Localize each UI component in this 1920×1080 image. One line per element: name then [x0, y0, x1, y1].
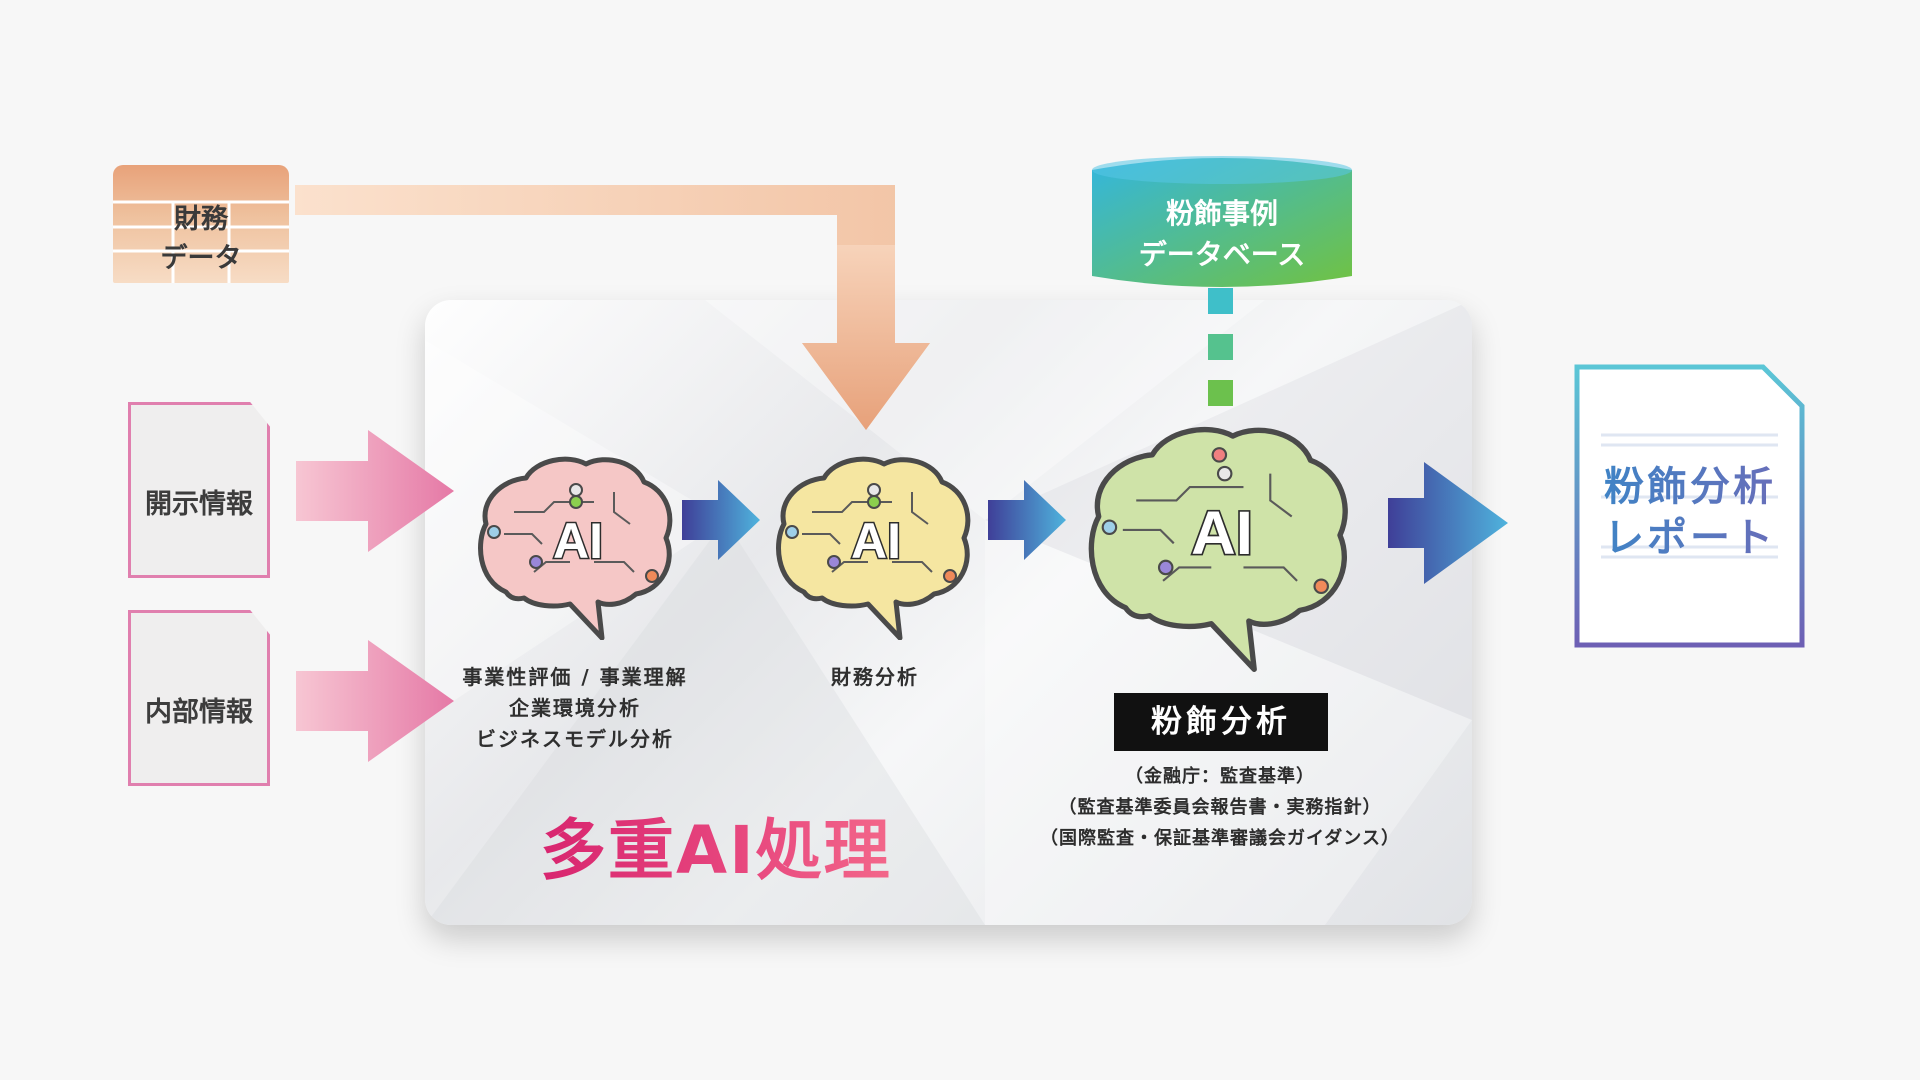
standards-note-2: （監査基準委員会報告書・実務指針）	[1058, 797, 1382, 818]
report-label-2: レポート	[1580, 505, 1800, 563]
standards-note-3: （国際監査・保証基準審議会ガイダンス）	[1040, 828, 1400, 849]
fraud-case-database-icon	[1092, 156, 1352, 287]
unit1-caption: 事業性評価 / 事業理解 企業環境分析 ビジネスモデル分析	[430, 662, 720, 755]
standards-note-1: （金融庁：監査基準）	[1125, 766, 1315, 787]
flow-arrow-1	[682, 480, 760, 560]
ai-brain-icon-3: AI	[1088, 426, 1348, 672]
ai-badge-1: AI	[553, 513, 603, 569]
ai-brain-icon-1: AI	[478, 456, 673, 640]
report-label-1: 粉飾分析	[1580, 454, 1800, 512]
db-connector-dash	[1208, 380, 1233, 406]
internal-doc-icon	[128, 610, 270, 786]
fraud-analysis-tag: 粉飾分析	[1114, 693, 1328, 751]
db-connector-dash	[1208, 288, 1233, 314]
disclosure-doc-icon	[128, 402, 270, 578]
report-document-icon	[1574, 364, 1805, 648]
multi-ai-title: 多重AI処理	[540, 797, 892, 893]
ai-badge-3: AI	[1191, 499, 1253, 568]
database-label-2: データベース	[1138, 238, 1306, 271]
ai-brain-icon-2: AI	[776, 456, 971, 640]
disclosure-arrow	[296, 430, 454, 552]
financial-data-label-1: 財務	[174, 204, 228, 235]
database-label-1: 粉飾事例	[1165, 197, 1278, 230]
financial-data-label-2: データ	[160, 243, 242, 274]
unit1-caption-line: 事業性評価 / 事業理解	[462, 665, 688, 689]
db-connector-dash	[1208, 334, 1233, 360]
ai-badge-2: AI	[851, 513, 901, 569]
output-arrow	[1388, 462, 1508, 584]
internal-info-label: 内部情報	[145, 697, 253, 728]
unit1-caption-line: ビジネスモデル分析	[476, 727, 674, 751]
unit1-caption-line: 企業環境分析	[509, 696, 641, 720]
disclosure-info-label: 開示情報	[145, 489, 253, 520]
flow-arrow-2	[988, 480, 1066, 560]
financial-data-arrow	[295, 185, 930, 430]
financial-data-stack	[113, 165, 289, 283]
unit2-caption: 財務分析	[831, 665, 919, 689]
internal-arrow	[296, 640, 454, 762]
